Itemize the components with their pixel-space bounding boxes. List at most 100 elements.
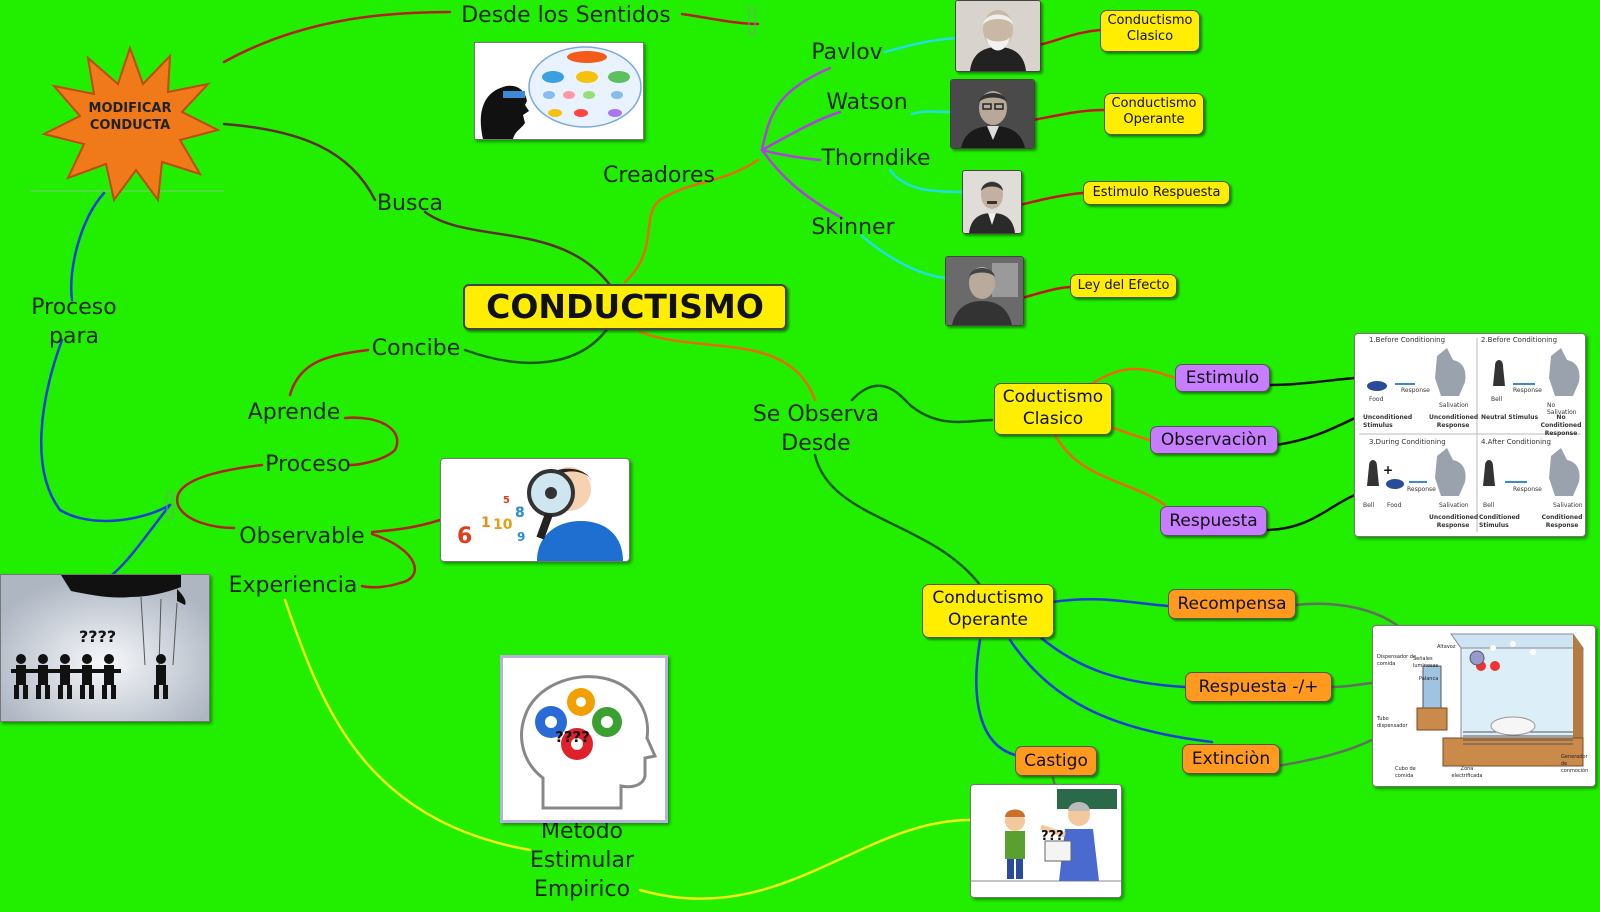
connector [638, 330, 817, 402]
connector [1276, 738, 1374, 768]
metodo-estimular-empirico-label[interactable]: Metodo Estimular Empirico [529, 819, 635, 902]
svg-text:5: 5 [503, 495, 510, 506]
clasico-estimulo[interactable]: Estimulo [1175, 364, 1270, 392]
connector [760, 148, 822, 162]
marker [166, 491, 174, 519]
connector [175, 463, 264, 530]
connector [623, 158, 760, 284]
theory-conductismo-operante[interactable]: Conductismo Operante [1104, 93, 1204, 135]
connector [888, 168, 964, 194]
modificar-conducta-star[interactable]: MODIFICAR CONDUCTA [40, 44, 220, 204]
coductismo-clasico-node[interactable]: Coductismo Clasico [994, 383, 1112, 435]
diagram-neutral-stimulus: Neutral Stimulus [1481, 414, 1539, 421]
diagram-bell-label-3: Bell [1363, 502, 1375, 509]
svg-text:1: 1 [481, 515, 491, 531]
diagram-no-conditioned-response: No Conditioned Response [1540, 414, 1582, 437]
connector [1292, 602, 1405, 632]
desde-los-sentidos-label[interactable]: Desde los Sentidos [461, 3, 671, 28]
connector [1037, 28, 1102, 47]
brain-gears-image: ???? [500, 655, 668, 823]
diagram-unconditioned-stimulus: Unconditioned Stimulus [1363, 414, 1413, 429]
diagram-unconditioned-response: Unconditioned Response [1429, 414, 1479, 429]
connector [288, 348, 370, 397]
watson-photo [950, 79, 1035, 149]
thinking-head-image [474, 42, 644, 140]
diagram-salivation-label-4: Salivation [1553, 502, 1583, 509]
connector [1050, 597, 1170, 608]
theory-conductismo-clasico[interactable]: Conductismo Clasico [1100, 10, 1200, 52]
proceso-para-label[interactable]: Proceso para [31, 295, 117, 349]
connector [1038, 635, 1187, 689]
diagram-response-label: Response [1401, 387, 1430, 394]
connector [370, 518, 442, 534]
diagram-conditioned-stimulus: Conditioned Stimulus [1479, 514, 1520, 529]
proceso-label[interactable]: Proceso [265, 452, 351, 477]
connector [1088, 367, 1177, 387]
creator-thorndike[interactable]: Thorndike [821, 146, 931, 171]
connector [638, 818, 972, 901]
creator-pavlov[interactable]: Pavlov [811, 40, 883, 65]
connector [883, 36, 957, 54]
skinner-box-tube: Tubo dispensador [1377, 716, 1408, 729]
connector [813, 453, 982, 587]
connector [1018, 191, 1085, 207]
svg-text:10: 10 [493, 517, 513, 533]
diagram-panel2-title: 2.Before Conditioning [1481, 336, 1558, 344]
pavlov-conditioning-diagram: + 1.Before Conditioning 2.Before Conditi… [1354, 333, 1586, 537]
diagram-unconditioned-response-3: Unconditioned Response [1429, 514, 1479, 529]
connector [760, 110, 842, 152]
creator-watson[interactable]: Watson [826, 90, 908, 115]
diagram-response-label-3: Response [1407, 486, 1436, 493]
connector [860, 234, 947, 280]
connector [222, 10, 452, 64]
skinner-box-lever: Palanca [1419, 676, 1439, 682]
aprende-label[interactable]: Aprende [247, 400, 341, 425]
skinner-box-zone: Zona electrificada [1451, 766, 1483, 779]
skinner-box-generator: Generador de conmoción [1561, 754, 1589, 774]
puppet-question-marks: ???? [79, 627, 117, 646]
magnifying-glass-image: 6 1 10 8 5 9 [440, 458, 630, 562]
diagram-bell-label-4: Bell [1483, 502, 1495, 509]
connector [850, 384, 994, 424]
connector [1020, 285, 1072, 300]
clasico-observacion[interactable]: Observaciòn [1150, 426, 1278, 454]
svg-text:8: 8 [515, 505, 525, 521]
operante-extincion[interactable]: Extinciòn [1182, 744, 1280, 774]
creadores-label[interactable]: Creadores [603, 163, 715, 188]
connector [360, 532, 416, 589]
theory-estimulo-respuesta[interactable]: Estimulo Respuesta [1083, 181, 1230, 205]
diagram-panel1-title: 1.Before Conditioning [1369, 336, 1446, 344]
clasico-respuesta[interactable]: Respuesta [1160, 506, 1267, 536]
diagram-food-label-3: Food [1387, 502, 1402, 509]
operante-castigo[interactable]: Castigo [1015, 746, 1097, 776]
connector [975, 638, 1017, 757]
operante-respuesta[interactable]: Respuesta -/+ [1185, 672, 1332, 702]
concibe-label[interactable]: Concibe [371, 336, 461, 361]
observable-label[interactable]: Observable [239, 524, 365, 549]
se-observa-desde-label[interactable]: Se Observa Desde [752, 402, 880, 456]
busca-label[interactable]: Busca [376, 191, 444, 216]
skinner-photo [945, 256, 1024, 326]
diagram-bell-label: Bell [1491, 396, 1503, 403]
skinner-box-cup: Cubo de comida [1395, 766, 1416, 779]
diagram-conditioned-response: Conditioned Response [1541, 514, 1583, 529]
operante-recompensa[interactable]: Recompensa [1168, 589, 1296, 619]
experiencia-label[interactable]: Experiencia [228, 573, 358, 598]
connector [70, 191, 106, 302]
connector [1266, 376, 1357, 387]
connector [1031, 108, 1106, 122]
skinner-box-dispenser: Dispensador de comida [1377, 654, 1417, 667]
svg-text:9: 9 [517, 530, 525, 544]
connector [1328, 681, 1374, 689]
marker [748, 7, 756, 35]
connector [222, 122, 377, 202]
skinner-box-speaker: Altavoz [1437, 644, 1456, 650]
teacher-question-marks: ??? [1041, 829, 1064, 844]
central-node-conductismo[interactable]: CONDUCTISMO [463, 284, 787, 330]
connector [40, 338, 172, 523]
skinner-box-image: Dispensador de comida Señales luminosas … [1372, 625, 1596, 787]
theory-ley-del-efecto[interactable]: Ley del Efecto [1070, 274, 1177, 298]
conductismo-operante-node[interactable]: Conductismo Operante [922, 584, 1054, 638]
creator-skinner[interactable]: Skinner [811, 215, 895, 240]
